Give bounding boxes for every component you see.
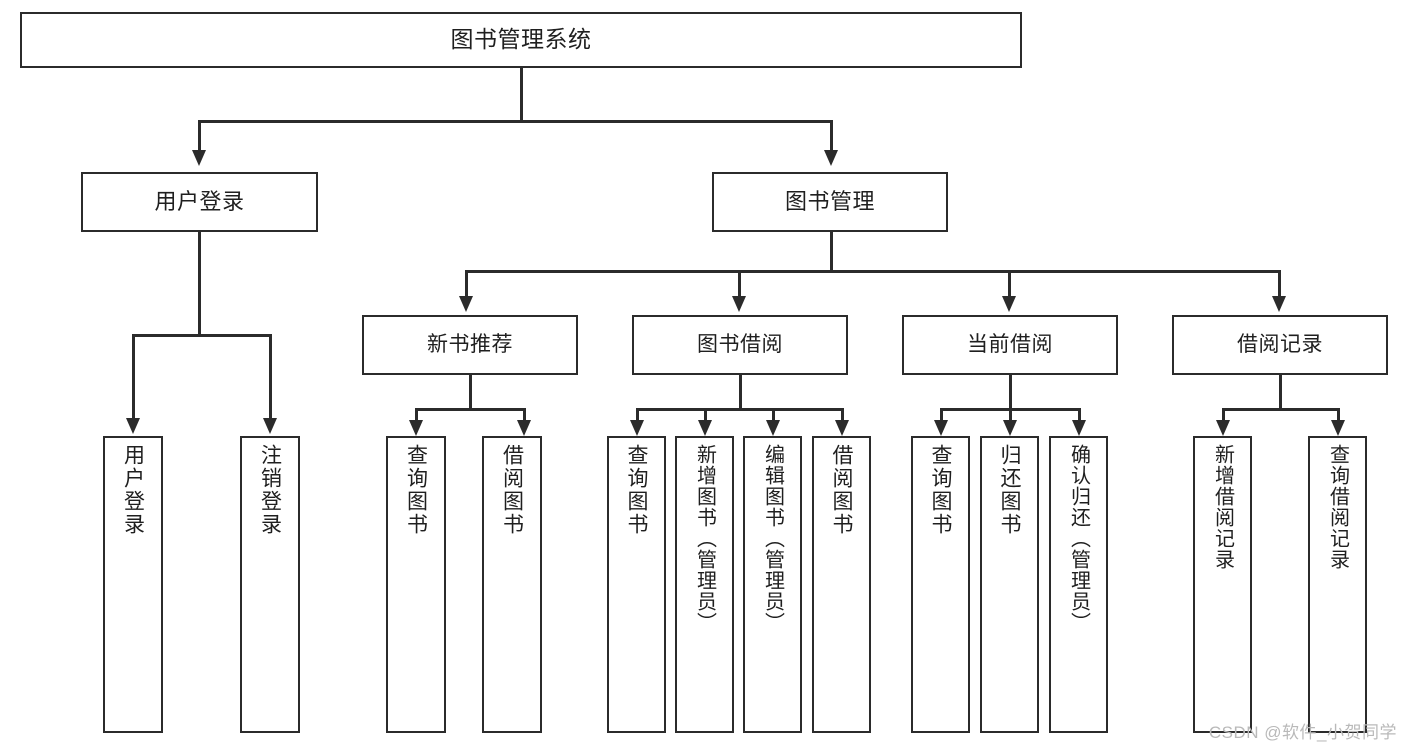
- node-label: 图书管理系统: [450, 26, 592, 53]
- leaf-new-book-query[interactable]: 查询图书: [386, 436, 446, 733]
- arrow-book-borrow-to-leaf-2: [698, 420, 712, 436]
- arrow-user-login-to-leaf-2: [263, 418, 277, 434]
- leaf-book-borrow-query[interactable]: 查询图书: [607, 436, 666, 733]
- arrow-book-borrow-to-leaf-1: [630, 420, 644, 436]
- node-label: 用户登录: [154, 189, 245, 215]
- node-label: 查询借阅记录: [1326, 444, 1349, 570]
- node-label: 图书管理: [784, 189, 875, 215]
- leaf-user-login-login[interactable]: 用户登录: [103, 436, 163, 733]
- edge-book-mgmt-to-borrow-record: [1278, 270, 1281, 298]
- edge-current-borrow-stem: [1009, 375, 1012, 408]
- edge-book-mgmt-to-current-borrow: [1008, 270, 1011, 298]
- leaf-book-borrow-add[interactable]: 新增图书（管理员）: [675, 436, 734, 733]
- node-label: 图书借阅: [697, 332, 783, 356]
- node-label: 查询图书: [625, 444, 648, 536]
- arrow-new-book-to-leaf-2: [517, 420, 531, 436]
- arrow-root-to-book-mgmt: [824, 150, 838, 166]
- edge-book-borrow-to-leaf-4: [841, 408, 844, 422]
- arrow-book-mgmt-to-new-book: [459, 296, 473, 312]
- arrow-book-mgmt-to-current-borrow: [1002, 296, 1016, 312]
- arrow-current-borrow-to-leaf-3: [1072, 420, 1086, 436]
- edge-root-to-user-login: [198, 120, 201, 152]
- node-label: 新增借阅记录: [1211, 444, 1234, 570]
- edge-book-borrow-to-leaf-3: [772, 408, 775, 422]
- edge-book-mgmt-bus: [465, 270, 1280, 273]
- leaf-book-borrow-borrow[interactable]: 借阅图书: [812, 436, 871, 733]
- arrow-borrow-record-to-leaf-1: [1216, 420, 1230, 436]
- edge-new-book-bus: [415, 408, 525, 411]
- edge-current-borrow-to-leaf-1: [940, 408, 943, 422]
- leaf-borrow-record-add[interactable]: 新增借阅记录: [1193, 436, 1252, 733]
- node-user-login[interactable]: 用户登录: [81, 172, 318, 232]
- edge-book-borrow-stem: [739, 375, 742, 408]
- edge-book-borrow-to-leaf-1: [636, 408, 639, 422]
- leaf-borrow-record-query[interactable]: 查询借阅记录: [1308, 436, 1367, 733]
- edge-new-book-to-leaf-2: [523, 408, 526, 422]
- edge-book-borrow-to-leaf-2: [704, 408, 707, 422]
- node-borrow-record[interactable]: 借阅记录: [1172, 315, 1388, 375]
- leaf-current-borrow-return[interactable]: 归还图书: [980, 436, 1039, 733]
- node-label: 用户登录: [121, 444, 145, 536]
- node-label: 确认归还（管理员）: [1067, 444, 1090, 633]
- leaf-current-borrow-confirm-return[interactable]: 确认归还（管理员）: [1049, 436, 1108, 733]
- edge-user-login-bus: [132, 334, 271, 337]
- node-label: 当前借阅: [967, 332, 1053, 356]
- watermark-label: CSDN @软件_小贺同学: [1208, 723, 1397, 742]
- edge-current-borrow-to-leaf-3: [1078, 408, 1081, 422]
- edge-new-book-to-leaf-1: [415, 408, 418, 422]
- arrow-book-mgmt-to-borrow-record: [1272, 296, 1286, 312]
- edge-root-stem: [520, 68, 523, 120]
- edge-root-to-book-mgmt: [830, 120, 833, 152]
- edge-book-borrow-bus: [636, 408, 843, 411]
- arrow-new-book-to-leaf-1: [409, 420, 423, 436]
- edge-borrow-record-to-leaf-2: [1337, 408, 1340, 422]
- edge-user-login-to-leaf-2: [269, 334, 272, 420]
- leaf-current-borrow-query[interactable]: 查询图书: [911, 436, 970, 733]
- node-root-system[interactable]: 图书管理系统: [20, 12, 1022, 68]
- node-label: 新增图书（管理员）: [693, 444, 716, 633]
- arrow-user-login-to-leaf-1: [126, 418, 140, 434]
- arrow-root-to-user-login: [192, 150, 206, 166]
- leaf-user-login-logout[interactable]: 注销登录: [240, 436, 300, 733]
- leaf-book-borrow-edit[interactable]: 编辑图书（管理员）: [743, 436, 802, 733]
- node-label: 借阅图书: [830, 444, 853, 536]
- edge-new-book-stem: [469, 375, 472, 408]
- node-current-borrow[interactable]: 当前借阅: [902, 315, 1118, 375]
- node-label: 借阅记录: [1237, 332, 1323, 356]
- arrow-current-borrow-to-leaf-2: [1003, 420, 1017, 436]
- arrow-borrow-record-to-leaf-2: [1331, 420, 1345, 436]
- edge-book-mgmt-to-book-borrow: [738, 270, 741, 298]
- node-label: 编辑图书（管理员）: [761, 444, 784, 633]
- arrow-book-mgmt-to-book-borrow: [732, 296, 746, 312]
- edge-borrow-record-bus: [1222, 408, 1339, 411]
- node-label: 新书推荐: [427, 332, 513, 356]
- node-label: 查询图书: [929, 444, 952, 536]
- edge-user-login-to-leaf-1: [132, 334, 135, 420]
- arrow-book-borrow-to-leaf-3: [766, 420, 780, 436]
- node-new-book-recommend[interactable]: 新书推荐: [362, 315, 578, 375]
- node-label: 注销登录: [258, 444, 282, 536]
- node-book-borrow[interactable]: 图书借阅: [632, 315, 848, 375]
- leaf-new-book-borrow[interactable]: 借阅图书: [482, 436, 542, 733]
- edge-root-bus: [198, 120, 833, 123]
- edge-book-mgmt-stem: [830, 232, 833, 270]
- edge-borrow-record-to-leaf-1: [1222, 408, 1225, 422]
- node-label: 借阅图书: [500, 444, 524, 536]
- edge-user-login-stem: [198, 232, 201, 334]
- edge-current-borrow-to-leaf-2: [1009, 408, 1012, 422]
- node-label: 查询图书: [404, 444, 428, 536]
- arrow-current-borrow-to-leaf-1: [934, 420, 948, 436]
- arrow-book-borrow-to-leaf-4: [835, 420, 849, 436]
- edge-borrow-record-stem: [1279, 375, 1282, 408]
- node-label: 归还图书: [998, 444, 1021, 536]
- node-book-management[interactable]: 图书管理: [712, 172, 948, 232]
- edge-book-mgmt-to-new-book: [465, 270, 468, 298]
